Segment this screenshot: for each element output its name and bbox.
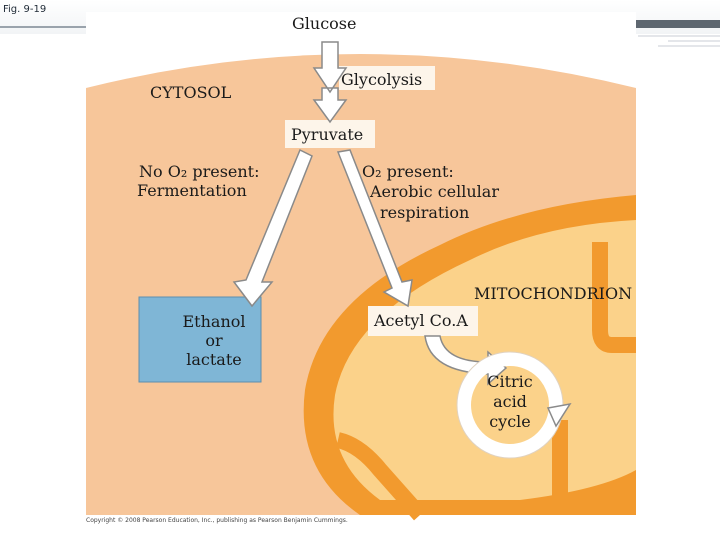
ethanol-box bbox=[138, 296, 262, 383]
glycolysis-label: Glycolysis bbox=[341, 70, 423, 89]
glycolysis-arrow bbox=[312, 41, 348, 124]
copyright-notice: Copyright © 2008 Pearson Education, Inc.… bbox=[86, 517, 348, 524]
no-o2-label: No O₂ present: bbox=[139, 162, 260, 181]
o2-present-label: O₂ present: bbox=[362, 162, 454, 181]
acid-label: acid bbox=[493, 392, 527, 411]
header-decoration bbox=[638, 35, 720, 47]
glucose-label: Glucose bbox=[292, 14, 357, 33]
lactate-label: lactate bbox=[186, 350, 242, 369]
ethanol-label: Ethanol bbox=[182, 312, 246, 331]
cristae-fold bbox=[592, 242, 636, 353]
citric-cycle-arrowhead bbox=[546, 402, 572, 428]
citric-label: Citric bbox=[487, 372, 533, 391]
or-label: or bbox=[205, 331, 223, 350]
cytosol-label: CYTOSOL bbox=[150, 83, 232, 102]
cristae-fold bbox=[335, 432, 426, 521]
glycolysis-box bbox=[339, 66, 435, 90]
fermentation-arrow bbox=[232, 148, 313, 308]
pyruvate-box bbox=[285, 120, 375, 148]
glucose-box bbox=[286, 12, 372, 38]
acetyl-coa-label: Acetyl Co.A bbox=[374, 311, 468, 330]
figure-label: Fig. 9-19 bbox=[3, 4, 47, 15]
pyruvate-label: Pyruvate bbox=[291, 125, 364, 144]
fermentation-label: Fermentation bbox=[137, 181, 247, 200]
respiration-label: respiration bbox=[380, 203, 470, 222]
cycle-label: cycle bbox=[489, 412, 531, 431]
citric-cycle-ring bbox=[457, 352, 563, 458]
aerobic-arrow bbox=[336, 149, 413, 308]
acetyl-coa-box bbox=[368, 306, 478, 336]
mitochondrion-label: MITOCHONDRION bbox=[474, 284, 633, 303]
header-accent-bar bbox=[636, 20, 720, 28]
aerobic-label: Aerobic cellular bbox=[370, 182, 499, 201]
